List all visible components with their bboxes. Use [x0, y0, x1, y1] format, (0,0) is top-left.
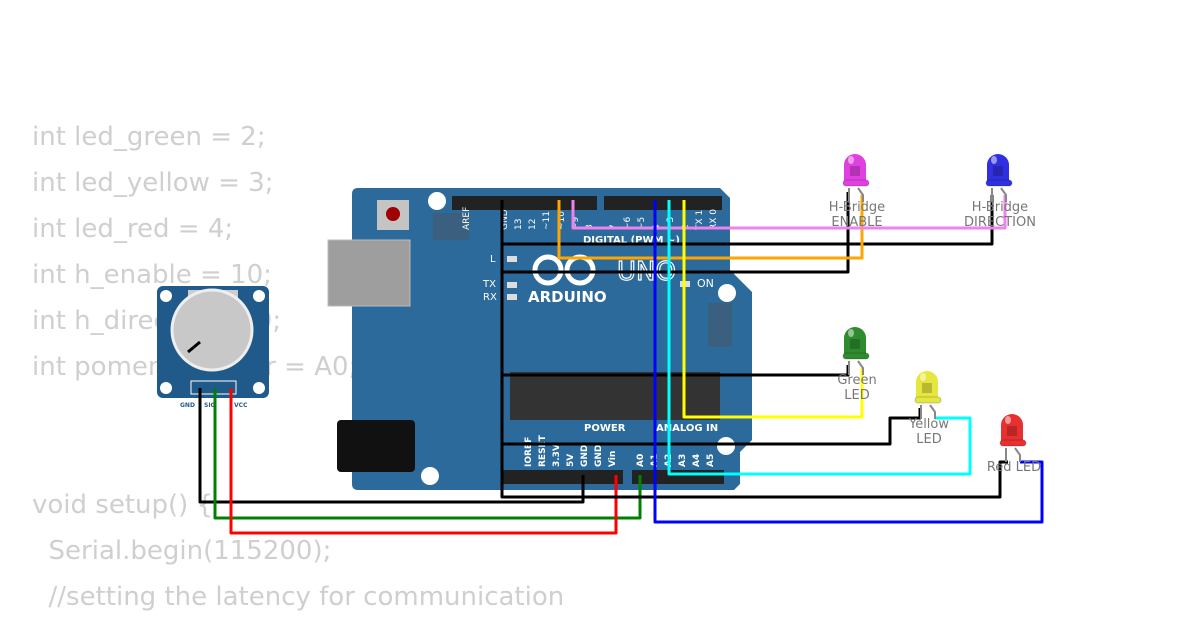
pot-knob[interactable] [170, 288, 254, 372]
pin-label: RESET [538, 434, 548, 467]
wire-pin3-yellow[interactable] [667, 200, 972, 476]
usb-port [327, 239, 411, 307]
wire-pot-gnd[interactable] [198, 388, 585, 504]
tx-label: TX [482, 279, 496, 290]
code-line: Serial.begin(115200); [32, 536, 332, 566]
pin-label: A0 [636, 454, 646, 467]
pin-label: 3.3V [552, 444, 562, 467]
analog-label: ANALOG IN [656, 423, 718, 434]
code-editor-background: int led_green = 2; int led_yellow = 3; int… [32, 114, 564, 620]
led-label: Red LED [987, 460, 1041, 475]
wire-pin9-direction[interactable] [571, 195, 1007, 230]
pin-label: AREF [462, 207, 472, 230]
pin-label: ~5 [637, 217, 647, 230]
potentiometer[interactable]: GND SIG VCC [157, 286, 269, 409]
code-line: int led_green = 2; [32, 122, 266, 152]
wire-pin2-green[interactable] [682, 200, 864, 419]
led-label: H-Bridge [829, 200, 885, 215]
code-line: int led_red = 4; [32, 214, 234, 244]
code-line: void setup() { [32, 490, 214, 520]
pin-label: ~9 [571, 216, 581, 230]
pin-label: A5 [706, 454, 716, 467]
wire-gnd-enable[interactable] [502, 192, 850, 274]
pot-pin-sig: SIG [204, 402, 216, 409]
wire-gnd-direction[interactable] [502, 195, 994, 246]
pin-label: A3 [678, 454, 688, 467]
pin-label: TX 1 [695, 210, 705, 231]
pin-label: RX 0 [709, 209, 719, 230]
code-line: int h_enable = 10; [32, 260, 272, 290]
digital-header-right[interactable] [604, 196, 722, 210]
pin-label: ~3 [666, 217, 676, 230]
pin-label: 5V [566, 454, 576, 467]
code-line: //setting the latency for communication [32, 582, 565, 612]
pin-label: 12 [528, 219, 538, 230]
pot-pin-vcc: VCC [234, 402, 248, 409]
pot-pin-gnd: GND [180, 402, 195, 409]
pin-label: ~11 [542, 211, 552, 230]
pin-label: Vin [608, 451, 618, 467]
led-label: Yellow [908, 417, 949, 432]
wire-gnd-red[interactable] [500, 460, 1008, 499]
pin-label: A4 [692, 454, 702, 467]
on-label: ON [697, 277, 714, 290]
arduino-uno[interactable]: DIGITAL (PWM ~) ARDUINO UNO ON L TX RX P… [327, 188, 752, 490]
led-label: DIRECTION [964, 215, 1036, 230]
pin-label: ~6 [623, 216, 633, 230]
wires[interactable] [198, 192, 1044, 535]
led-label: H-Bridge [972, 200, 1028, 215]
digital-header-left[interactable] [452, 196, 597, 210]
pin-label: GND [594, 445, 604, 467]
led-label: ENABLE [831, 215, 882, 230]
power-label: POWER [584, 423, 626, 434]
arduino-brand: ARDUINO [528, 288, 607, 306]
pin-label: 13 [514, 219, 524, 230]
wire-pot-vcc[interactable] [229, 388, 618, 535]
power-jack [337, 420, 415, 472]
led-label: Green [837, 373, 876, 388]
digital-label: DIGITAL (PWM ~) [583, 235, 680, 246]
led-red[interactable]: Red LED [987, 414, 1041, 475]
wire-pin4-red[interactable] [653, 200, 1044, 524]
pin-label: GND [580, 445, 590, 467]
rx-label: RX [483, 292, 497, 303]
power-header[interactable] [503, 470, 623, 484]
pin-label: GND [500, 209, 510, 230]
pin-label: ~10 [557, 211, 567, 230]
analog-header[interactable] [632, 470, 724, 484]
l-label: L [490, 254, 496, 265]
code-line: int led_yellow = 3; [32, 168, 274, 198]
led-label: LED [916, 432, 941, 447]
pin-label: IOREF [524, 437, 534, 467]
atmega-chip [510, 372, 720, 420]
led-label: LED [844, 388, 869, 403]
